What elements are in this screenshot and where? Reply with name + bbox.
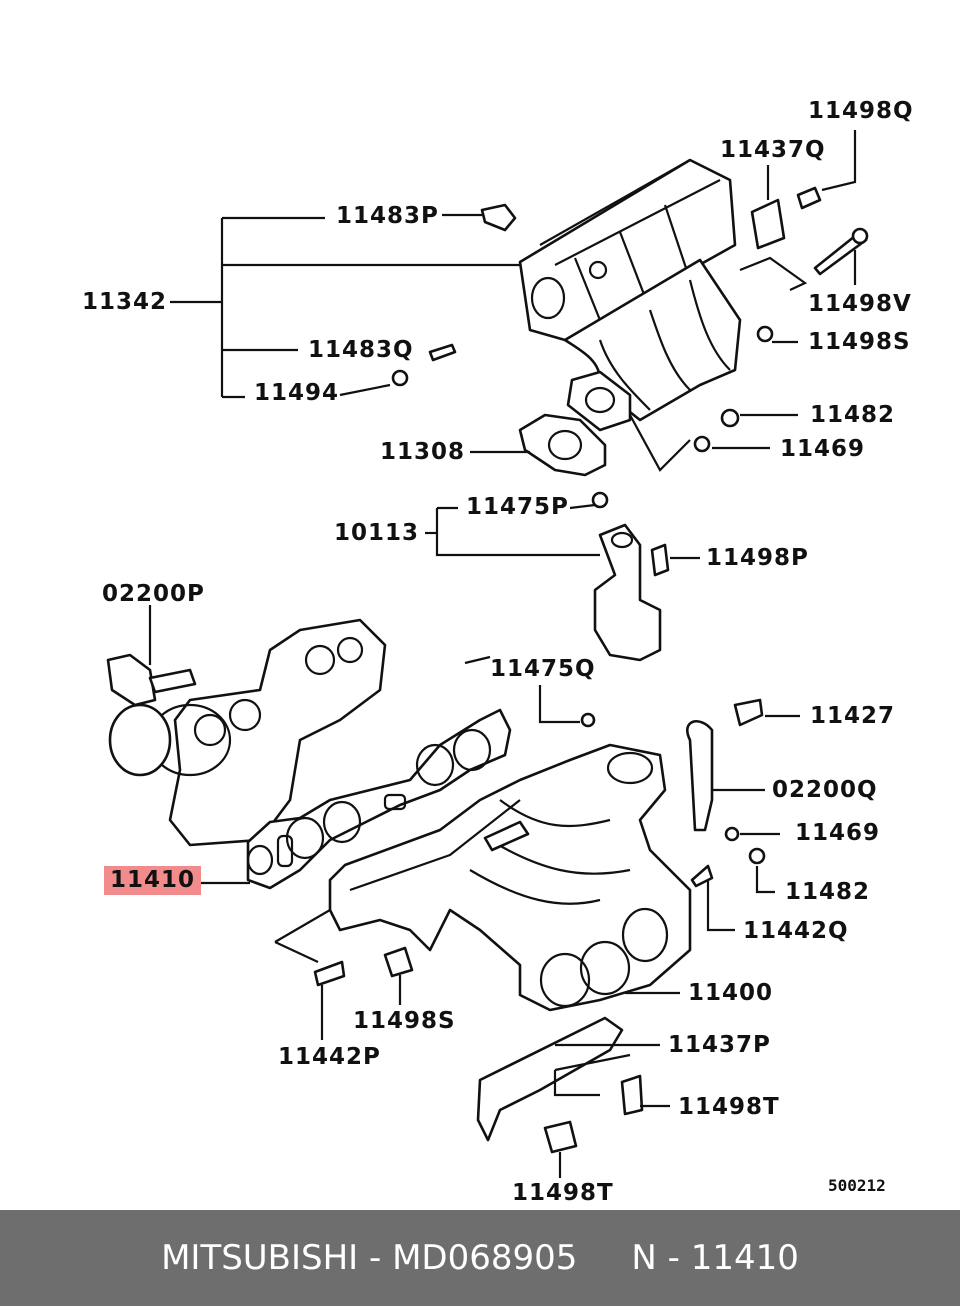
part-label-11498s-bottom: 11498S — [353, 1008, 456, 1034]
part-label-11482-top: 11482 — [810, 402, 896, 428]
part-label-11400: 11400 — [688, 980, 774, 1006]
part-label-11342: 11342 — [82, 289, 168, 315]
part-label-11442q: 11442Q — [743, 918, 849, 944]
part-label-11437p: 11437P — [668, 1032, 771, 1058]
gasket-11410-drawing — [246, 708, 512, 890]
part-label-11437q: 11437Q — [720, 137, 826, 163]
part-label-11494: 11494 — [254, 380, 340, 406]
part-label-11410-highlighted[interactable]: 11410 — [104, 866, 202, 895]
parts-diagram: 11498Q 11437Q 11483P 11342 11498V 11483Q… — [82, 98, 914, 1206]
part-label-11498s-top: 11498S — [808, 329, 911, 355]
intake-plenum-drawing — [518, 158, 742, 432]
part-label-11469-mid: 11469 — [795, 820, 881, 846]
part-label-11498q: 11498Q — [808, 98, 914, 124]
part-label-10113: 10113 — [334, 520, 420, 546]
part-label-11483q: 11483Q — [308, 337, 414, 363]
part-label-11498t-right: 11498T — [678, 1094, 780, 1120]
gasket-11308-drawing — [518, 413, 607, 477]
footer-bar: MITSUBISHI - MD068905 N - 11410 — [0, 1210, 960, 1306]
part-label-02200p: 02200P — [102, 581, 205, 607]
part-label-11498p: 11498P — [706, 545, 809, 571]
diagram-code: 500212 — [828, 1176, 886, 1195]
diagram-drawing — [106, 130, 869, 1178]
part-label-11469-top: 11469 — [780, 436, 866, 462]
part-label-02200q: 02200Q — [772, 777, 878, 803]
part-label-11482-mid: 11482 — [785, 879, 871, 905]
part-label-11427: 11427 — [810, 703, 896, 729]
part-label-11475p: 11475P — [466, 494, 569, 520]
part-label-11442p: 11442P — [278, 1044, 381, 1070]
part-label-11308: 11308 — [380, 439, 466, 465]
part-label-11498t-bottom: 11498T — [512, 1180, 614, 1206]
part-label-11498v: 11498V — [808, 291, 912, 317]
part-label-11475q: 11475Q — [490, 656, 596, 682]
part-label-11483p: 11483P — [336, 203, 439, 229]
footer-part-number: MITSUBISHI - MD068905 N - 11410 — [161, 1238, 799, 1278]
leader-lines — [148, 130, 857, 1178]
